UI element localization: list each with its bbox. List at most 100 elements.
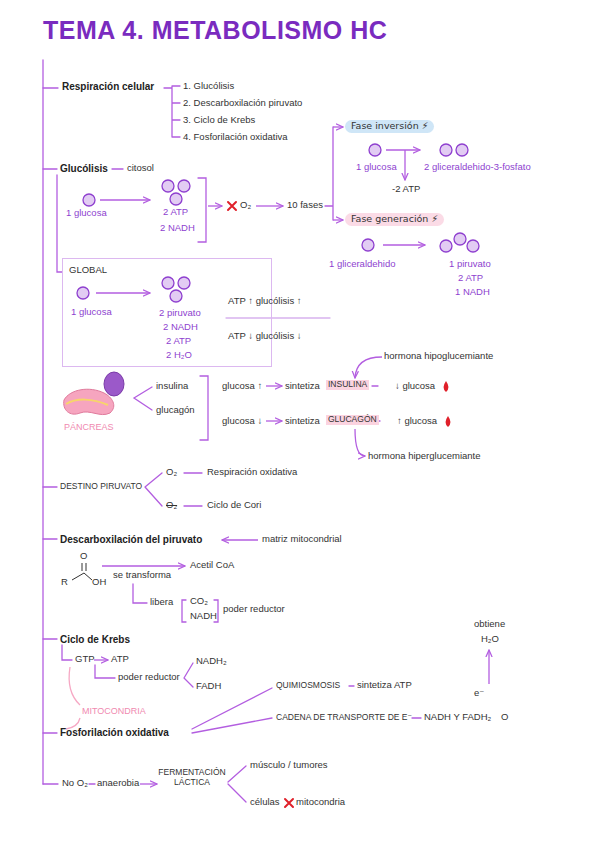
formula-atom: OH — [92, 577, 106, 588]
glucose-circle — [369, 144, 381, 156]
chemical-bond — [72, 563, 92, 580]
note-text: células — [250, 797, 280, 808]
glucose-circle — [178, 277, 190, 289]
chemical-bond — [84, 573, 92, 580]
quantity-text: -2 ATP — [392, 184, 420, 195]
note-text: libera — [150, 597, 173, 608]
arrow-line — [266, 385, 282, 386]
note-text: 10 fases — [287, 200, 323, 211]
red-cross — [228, 202, 236, 210]
process-text: FERMENTACIÓN LÁCTICA — [158, 768, 226, 788]
branch-line — [198, 178, 206, 242]
branch-line — [62, 645, 72, 660]
molecule-text: Acetil CoA — [190, 560, 234, 571]
note-text: poder reductor — [118, 672, 180, 683]
pancreas-illustration — [66, 400, 108, 405]
note-text: citosol — [127, 163, 154, 174]
highlight-text: INSULINA — [326, 380, 369, 390]
molecule-text: ATP — [111, 654, 129, 665]
process-text: sintetiza — [285, 381, 320, 392]
pancreas-illustration — [64, 372, 124, 415]
section-heading: DESTINO PIRUVATO — [60, 482, 142, 492]
arrow-line — [355, 429, 365, 456]
glucose-circle — [467, 240, 479, 252]
formula-atom: R — [61, 577, 68, 588]
process-text: QUIMIOSMOSIS — [276, 681, 340, 691]
molecule-text: O₂ — [240, 200, 251, 211]
molecule-text: O — [501, 712, 508, 723]
hormone-text: glucagón — [156, 405, 195, 416]
phase-pill: Fase generación ⚡ — [345, 213, 444, 226]
organelle-label: MITOCONDRIA — [82, 706, 146, 716]
process-text: CADENA DE TRANSPORTE DE E⁻ — [276, 713, 412, 723]
note-text: se transforma — [113, 570, 171, 581]
arrow-line — [140, 783, 157, 784]
pancreas-illustration — [104, 372, 124, 396]
section-heading: Fosforilación oxidativa — [60, 727, 169, 739]
molecule-text: e⁻ — [474, 688, 484, 699]
molecule-text: CO₂ — [190, 596, 208, 607]
note-text: anaerobia — [97, 778, 139, 789]
branch-line — [43, 88, 58, 784]
node-text: 1 glucosa — [71, 307, 112, 318]
branch-line — [184, 663, 193, 687]
organ-label: PÁNCREAS — [64, 422, 114, 432]
glucose-circle — [170, 290, 182, 302]
quantity-text: 2 ATP — [458, 273, 483, 284]
quantity-text: 1 glucosa — [356, 162, 397, 173]
section-heading: Ciclo de Krebs — [60, 634, 130, 646]
chemical-bond — [82, 563, 86, 571]
branch-line — [95, 665, 115, 678]
branch-line — [164, 86, 180, 137]
molecule-text: NADH Y FADH₂ — [424, 712, 491, 723]
glucose-circle — [83, 194, 95, 206]
branch-line — [192, 688, 272, 733]
arrow-line — [266, 420, 282, 421]
quantity-text: 1 NADH — [455, 287, 490, 298]
glucose-circle — [170, 193, 182, 205]
note-text: hormona hipoglucemiante — [384, 351, 493, 362]
pancreas-illustration — [64, 389, 114, 414]
arrow-line — [100, 199, 150, 200]
branch-line — [43, 60, 421, 802]
glucose-circle — [456, 144, 468, 156]
list-item: 1. Glucólisis — [183, 81, 234, 92]
glucose-circle — [77, 287, 89, 299]
branch-line — [325, 127, 333, 220]
highlight-text: GLUCAGÓN — [326, 415, 379, 425]
blood-drop — [446, 416, 451, 427]
condition-text: No O₂ — [62, 778, 88, 789]
node-text: 2 ATP — [166, 336, 191, 347]
glucose-circle — [162, 180, 174, 192]
glucose-circle — [162, 277, 174, 289]
quantity-text: 2 ATP — [163, 207, 188, 218]
arrow-line — [94, 659, 108, 660]
branch-line — [226, 317, 330, 318]
page-title: TEMA 4. METABOLISMO HC — [43, 16, 387, 45]
arrow-line — [383, 244, 425, 245]
section-heading: Glucólisis — [60, 163, 108, 175]
arrow-line — [208, 205, 222, 206]
regulation-text: ATP ↑ glucólisis ↑ — [228, 296, 302, 307]
regulation-text: ATP ↓ glucólisis ↓ — [228, 331, 302, 342]
blood-drop — [444, 381, 451, 427]
quantity-text: 1 piruvato — [449, 259, 491, 270]
note-text: obtiene — [474, 619, 505, 630]
molecule-text: H₂O — [481, 634, 499, 645]
arrow-line — [333, 126, 343, 127]
node-text: 2 NADH — [163, 322, 198, 333]
note-text: hormona hiperglucemiante — [368, 451, 480, 462]
note-text: músculo / tumores — [250, 760, 328, 771]
arrow-line — [256, 205, 283, 206]
pink-link — [66, 667, 80, 729]
arrow-line — [488, 650, 489, 684]
molecule-text: O₂ — [166, 500, 177, 511]
arrow-line — [96, 292, 150, 293]
branch-line — [200, 376, 208, 440]
glucose-circle — [440, 240, 452, 252]
section-heading: Descarboxilación del piruvato — [60, 534, 202, 546]
molecule-text: FADH — [196, 681, 221, 692]
formula-atom: O — [80, 551, 87, 562]
arrow-line — [386, 149, 420, 150]
